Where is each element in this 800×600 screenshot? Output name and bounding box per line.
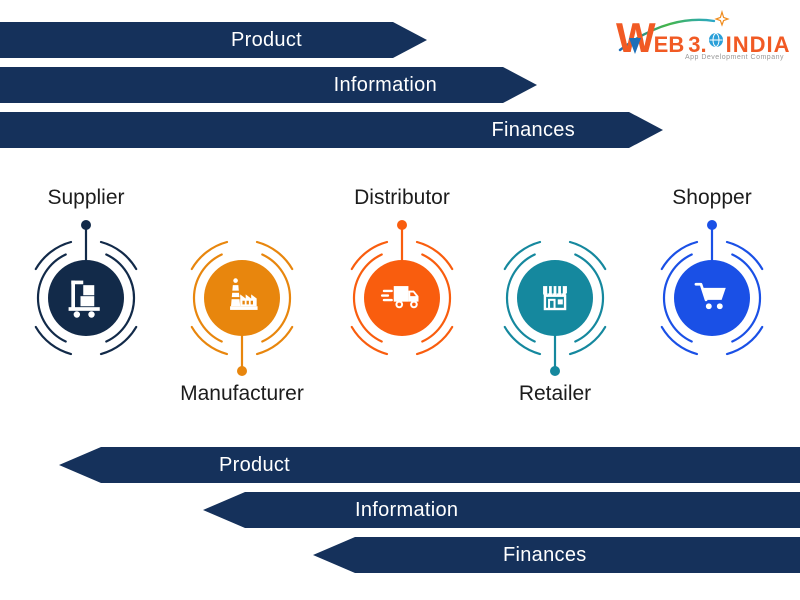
shopper-circle-graphic [637,185,787,415]
manufacturer-circle-graphic [167,185,317,415]
node-shopper: Shopper [637,185,787,415]
sparkle-star-icon [714,10,730,27]
manufacturer-label: Manufacturer [180,382,304,405]
top-arrow-product-label: Product [230,28,302,51]
top-arrow-finances-label: Finances [491,118,575,141]
logo-w-blue-accent [629,38,641,54]
bottom-arrow-product: Product [59,447,800,483]
logo-tagline: App Development Company [684,54,784,61]
logo-text-india: INDIA [725,32,791,57]
logo-text-eb: EB [653,32,685,57]
globe-icon [708,33,723,47]
node-supplier: Supplier [11,185,161,415]
retailer-circle-graphic [480,185,630,415]
bottom-arrow-finances: Finances [313,537,800,573]
logo-text-3: 3. [688,32,707,57]
top-arrow-product: Product [0,22,427,58]
bottom-arrow-information-label: Information [355,498,459,521]
distributor-circle-graphic [327,185,477,415]
top-arrow-information-label: Information [333,73,437,96]
bottom-arrow-product-label: Product [219,453,291,476]
shopper-label: Shopper [672,186,752,209]
web3india-logo: W EB 3. INDIA App Development Company [610,10,794,68]
supplier-label: Supplier [47,186,125,209]
top-arrow-finances: Finances [0,112,663,148]
bottom-arrow-information: Information [203,492,800,528]
distributor-label: Distributor [354,186,450,209]
node-retailer: Retailer [480,185,630,415]
supplier-circle-graphic [11,185,161,415]
node-distributor: Distributor [327,185,477,415]
logo-wordmark: W EB 3. INDIA [616,17,791,59]
bottom-arrow-finances-label: Finances [503,543,587,566]
retailer-label: Retailer [518,382,592,405]
top-arrow-information: Information [0,67,537,103]
node-manufacturer: Manufacturer [167,185,317,415]
